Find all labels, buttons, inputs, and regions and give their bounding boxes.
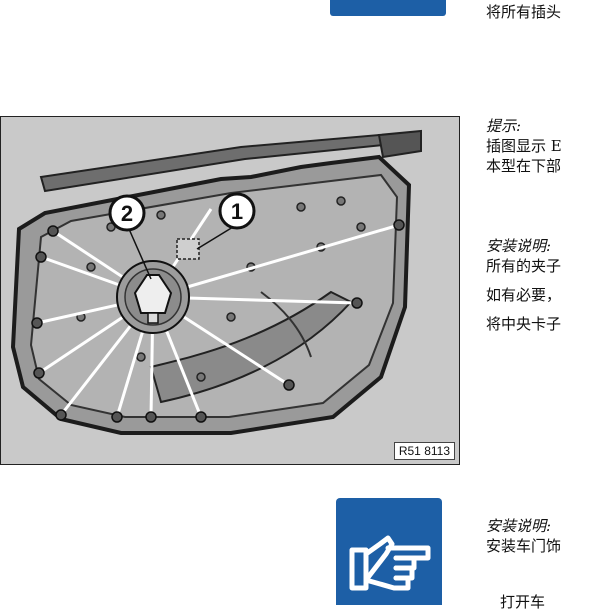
callout-1-label: 1 xyxy=(231,199,243,224)
figure-code: R51 8113 xyxy=(393,442,455,460)
instruction-text: 将所有插头 xyxy=(486,3,562,21)
pointing-hand-icon xyxy=(336,498,442,605)
door-panel-illustration: 2 1 xyxy=(10,129,422,435)
installation-title: 安装说明: xyxy=(486,517,552,535)
installation-line: 安装车门饰 xyxy=(486,537,562,555)
installation-step: 打开车 xyxy=(500,593,546,611)
callout-2-label: 2 xyxy=(121,201,133,226)
installation-title: 安装说明: xyxy=(486,237,552,255)
callout-2-marker xyxy=(108,194,146,232)
hint-title: 提示: xyxy=(486,117,522,135)
hint-line: 本型在下部 xyxy=(486,157,562,175)
installation-line: 所有的夹子 xyxy=(486,257,562,275)
installation-line: 将中央卡子 xyxy=(486,315,562,333)
note-icon-top xyxy=(330,0,446,16)
installation-line: 如有必要， xyxy=(486,286,562,304)
door-panel-figure: 2 1 R51 8113 xyxy=(0,116,460,465)
hint-line: 插图显示 E xyxy=(486,137,562,155)
callout-1-marker xyxy=(218,192,256,230)
